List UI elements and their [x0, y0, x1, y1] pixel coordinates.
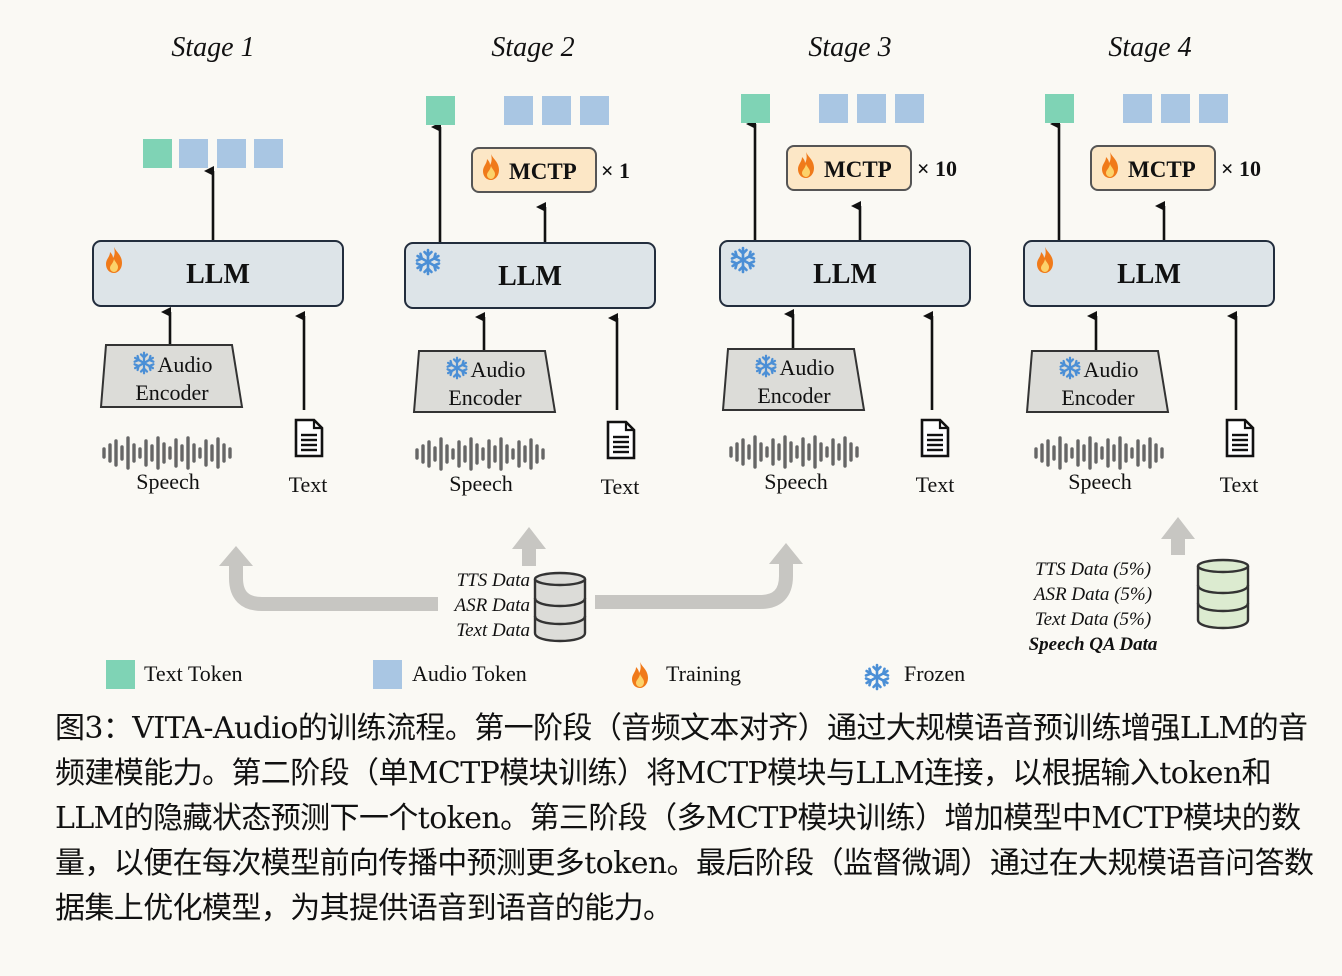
llm-label: LLM — [1117, 259, 1181, 290]
stage-1-title: Stage 1 — [171, 32, 255, 63]
speech-label: Speech — [764, 469, 828, 494]
audio-token — [179, 139, 208, 168]
text-label: Text — [288, 472, 328, 497]
qa-database-icon — [1196, 558, 1250, 630]
data-item: TTS Data — [456, 570, 530, 591]
llm-label: LLM — [186, 259, 250, 290]
audio-token — [857, 94, 886, 123]
llm-label: LLM — [813, 259, 877, 290]
text-token — [741, 94, 770, 123]
audio-token — [1161, 94, 1190, 123]
llm-block-1: LLM — [92, 240, 344, 307]
mctp-label: MCTP — [824, 157, 892, 182]
audio-token — [580, 96, 609, 125]
speech-label: Speech — [1068, 469, 1132, 494]
text-token — [1045, 94, 1074, 123]
mctp-module-2: MCTP — [471, 147, 597, 193]
fire-icon — [794, 151, 818, 179]
mctp-multiplier: × 10 — [1221, 156, 1262, 181]
llm-block-4: LLM — [1023, 240, 1275, 307]
stage4-data-list: TTS Data (5%) ASR Data (5%) Text Data (5… — [1010, 557, 1176, 657]
data-item: Text Data (5%) — [1034, 609, 1152, 630]
speech-label: Speech — [449, 471, 513, 496]
llm-block-3: LLM — [719, 240, 971, 307]
legend-text-token-swatch — [106, 660, 135, 689]
audio-token — [1123, 94, 1152, 123]
database-icon — [533, 571, 587, 643]
fire-icon — [1098, 151, 1122, 179]
fire-icon — [628, 661, 652, 689]
text-label: Text — [1219, 472, 1259, 497]
legend-text-token: Text Token — [144, 661, 243, 686]
text-token — [426, 96, 455, 125]
audio-token — [819, 94, 848, 123]
audio-token — [542, 96, 571, 125]
data-item: Text Data — [456, 620, 530, 641]
speech-label: Speech — [136, 469, 200, 494]
legend-training: Training — [666, 661, 741, 686]
figure-caption: 图3：VITA-Audio的训练流程。第一阶段（音频文本对齐）通过大规模语音预训… — [55, 711, 1314, 926]
data-item: Speech QA Data — [1028, 634, 1158, 655]
audio-token — [1199, 94, 1228, 123]
legend-frozen: Frozen — [904, 661, 966, 686]
data-item: ASR Data — [454, 595, 530, 616]
snowflake-icon — [132, 351, 156, 375]
snowflake-icon — [863, 663, 891, 691]
legend-audio-token-swatch — [373, 660, 402, 689]
llm-block-2: LLM — [404, 242, 656, 309]
stage-4-title: Stage 4 — [1108, 32, 1192, 63]
mctp-label: MCTP — [509, 159, 577, 184]
snowflake-icon — [1058, 356, 1082, 380]
mctp-module-4: MCTP — [1090, 145, 1216, 191]
text-label: Text — [600, 474, 640, 499]
stage-3-title: Stage 3 — [808, 32, 892, 63]
text-token — [143, 139, 172, 168]
audio-token — [895, 94, 924, 123]
audio-token — [217, 139, 246, 168]
shared-data-list: TTS Data ASR Data Text Data — [418, 568, 530, 643]
snowflake-icon — [754, 354, 778, 378]
mctp-module-3: MCTP — [786, 145, 912, 191]
audio-token — [254, 139, 283, 168]
data-item: TTS Data (5%) — [1034, 559, 1152, 580]
fire-icon — [479, 153, 503, 181]
text-label: Text — [915, 472, 955, 497]
llm-label: LLM — [498, 261, 562, 292]
audio-token — [504, 96, 533, 125]
data-item: ASR Data (5%) — [1033, 584, 1153, 605]
snowflake-icon — [445, 356, 469, 380]
mctp-label: MCTP — [1128, 157, 1196, 182]
mctp-multiplier: × 10 — [917, 156, 958, 181]
mctp-multiplier: × 1 — [601, 158, 631, 183]
stage-2-title: Stage 2 — [491, 32, 575, 63]
legend-audio-token: Audio Token — [412, 661, 527, 686]
